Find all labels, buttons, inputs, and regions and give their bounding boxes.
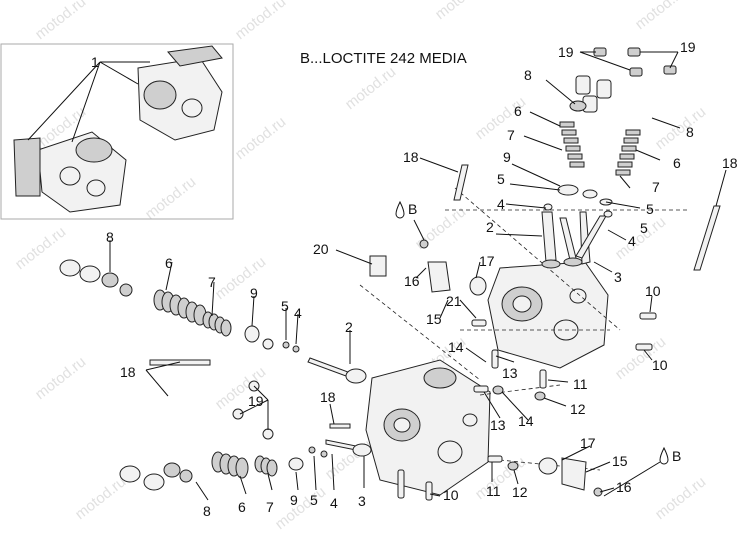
stud-18-upper bbox=[453, 164, 469, 201]
loctite-marker-label: B bbox=[672, 448, 681, 464]
front-cylinder-head bbox=[365, 359, 491, 496]
inset-rear-head bbox=[13, 131, 127, 213]
upper-valve-train bbox=[541, 47, 677, 269]
loctite-note: B...LOCTITE 242 MEDIA bbox=[300, 50, 467, 67]
callout-c18c: 18 bbox=[120, 364, 136, 380]
callout-c10b: 10 bbox=[652, 357, 668, 373]
callout-c12b: 12 bbox=[512, 484, 528, 500]
callout-c5d: 5 bbox=[281, 298, 289, 314]
watermark-text: motod.ru bbox=[342, 63, 399, 113]
callout-c1: 1 bbox=[91, 54, 99, 70]
watermark-text: motod.ru bbox=[232, 0, 289, 43]
watermark-text: motod.ru bbox=[32, 0, 89, 43]
callout-c4a: 4 bbox=[497, 196, 505, 212]
watermark-text: motod.ru bbox=[632, 0, 689, 33]
callout-c5c: 5 bbox=[640, 220, 648, 236]
rear-cylinder-head bbox=[487, 261, 609, 369]
callout-c7b: 7 bbox=[652, 179, 660, 195]
callout-c15b: 15 bbox=[612, 453, 628, 469]
callout-c9c: 9 bbox=[290, 492, 298, 508]
watermark-text: motod.ru bbox=[652, 473, 709, 523]
watermark-text: motod.ru bbox=[142, 173, 199, 223]
callout-c19b: 19 bbox=[680, 39, 696, 55]
callout-c5b: 5 bbox=[646, 201, 654, 217]
small-bolts bbox=[397, 312, 657, 501]
watermark-text: motod.ru bbox=[32, 353, 89, 403]
callout-c2b: 2 bbox=[345, 319, 353, 335]
callout-c8d: 8 bbox=[203, 503, 211, 519]
callout-c12a: 12 bbox=[570, 401, 586, 417]
callout-c2a: 2 bbox=[486, 219, 494, 235]
callout-c11b: 11 bbox=[486, 483, 501, 499]
oil-fittings bbox=[369, 239, 603, 497]
inset-front-head bbox=[137, 45, 223, 141]
callout-c21: 21 bbox=[446, 293, 462, 309]
watermark-text: motod.ru bbox=[432, 0, 489, 23]
callout-c10a: 10 bbox=[645, 283, 661, 299]
callout-c15a: 15 bbox=[426, 311, 442, 327]
callout-c13a: 13 bbox=[502, 365, 518, 381]
callout-c19a: 19 bbox=[558, 44, 574, 60]
left-valve-train-lower bbox=[119, 439, 372, 491]
callout-c14a: 14 bbox=[448, 339, 464, 355]
callout-c18a: 18 bbox=[403, 149, 419, 165]
watermark-text: motod.ru bbox=[272, 483, 329, 533]
leader-lines bbox=[109, 51, 727, 501]
callout-c7a: 7 bbox=[507, 127, 515, 143]
callout-c20: 20 bbox=[313, 241, 329, 257]
callout-c16a: 16 bbox=[404, 273, 420, 289]
callout-c9a: 9 bbox=[503, 149, 511, 165]
watermark-text: motod.ru bbox=[72, 473, 129, 523]
loctite-marker-upper: B bbox=[395, 200, 425, 241]
callout-c17b: 17 bbox=[580, 435, 596, 451]
callout-c10c: 10 bbox=[443, 487, 459, 503]
watermark-text: motod.ru bbox=[232, 113, 289, 163]
callout-c7d: 7 bbox=[266, 499, 274, 515]
loctite-marker-label: B bbox=[408, 201, 417, 217]
callout-c8a: 8 bbox=[524, 67, 532, 83]
callout-c18b: 18 bbox=[722, 155, 738, 171]
callout-c6b: 6 bbox=[673, 155, 681, 171]
callout-c8c: 8 bbox=[106, 229, 114, 245]
callout-c4b: 4 bbox=[628, 233, 636, 249]
callout-c7c: 7 bbox=[208, 274, 216, 290]
callout-c3a: 3 bbox=[614, 269, 622, 285]
callout-c11a: 11 bbox=[573, 376, 588, 392]
watermark-text: motod.ru bbox=[212, 253, 269, 303]
callout-c16b: 16 bbox=[616, 479, 632, 495]
loctite-marker-lower: B bbox=[659, 446, 681, 465]
callout-c6c: 6 bbox=[165, 255, 173, 271]
callout-c8b: 8 bbox=[686, 124, 694, 140]
stud-18-mid bbox=[329, 423, 351, 429]
stud-18-right bbox=[693, 205, 721, 271]
callout-c4c: 4 bbox=[294, 305, 302, 321]
callout-c3b: 3 bbox=[358, 493, 366, 509]
callout-c6d: 6 bbox=[238, 499, 246, 515]
callout-c6a: 6 bbox=[514, 103, 522, 119]
left-valve-train-upper bbox=[59, 259, 367, 440]
callout-c4d: 4 bbox=[330, 495, 338, 511]
callout-c5a: 5 bbox=[497, 171, 505, 187]
callout-c18d: 18 bbox=[320, 389, 336, 405]
inset-frame bbox=[0, 43, 234, 220]
watermark-text: motod.ru bbox=[652, 103, 709, 153]
callout-c13b: 13 bbox=[490, 417, 506, 433]
callout-c14b: 14 bbox=[518, 413, 534, 429]
callout-c19c: 19 bbox=[248, 393, 264, 409]
callout-c5e: 5 bbox=[310, 492, 318, 508]
callout-c17a: 17 bbox=[479, 253, 495, 269]
callout-c9b: 9 bbox=[250, 285, 258, 301]
